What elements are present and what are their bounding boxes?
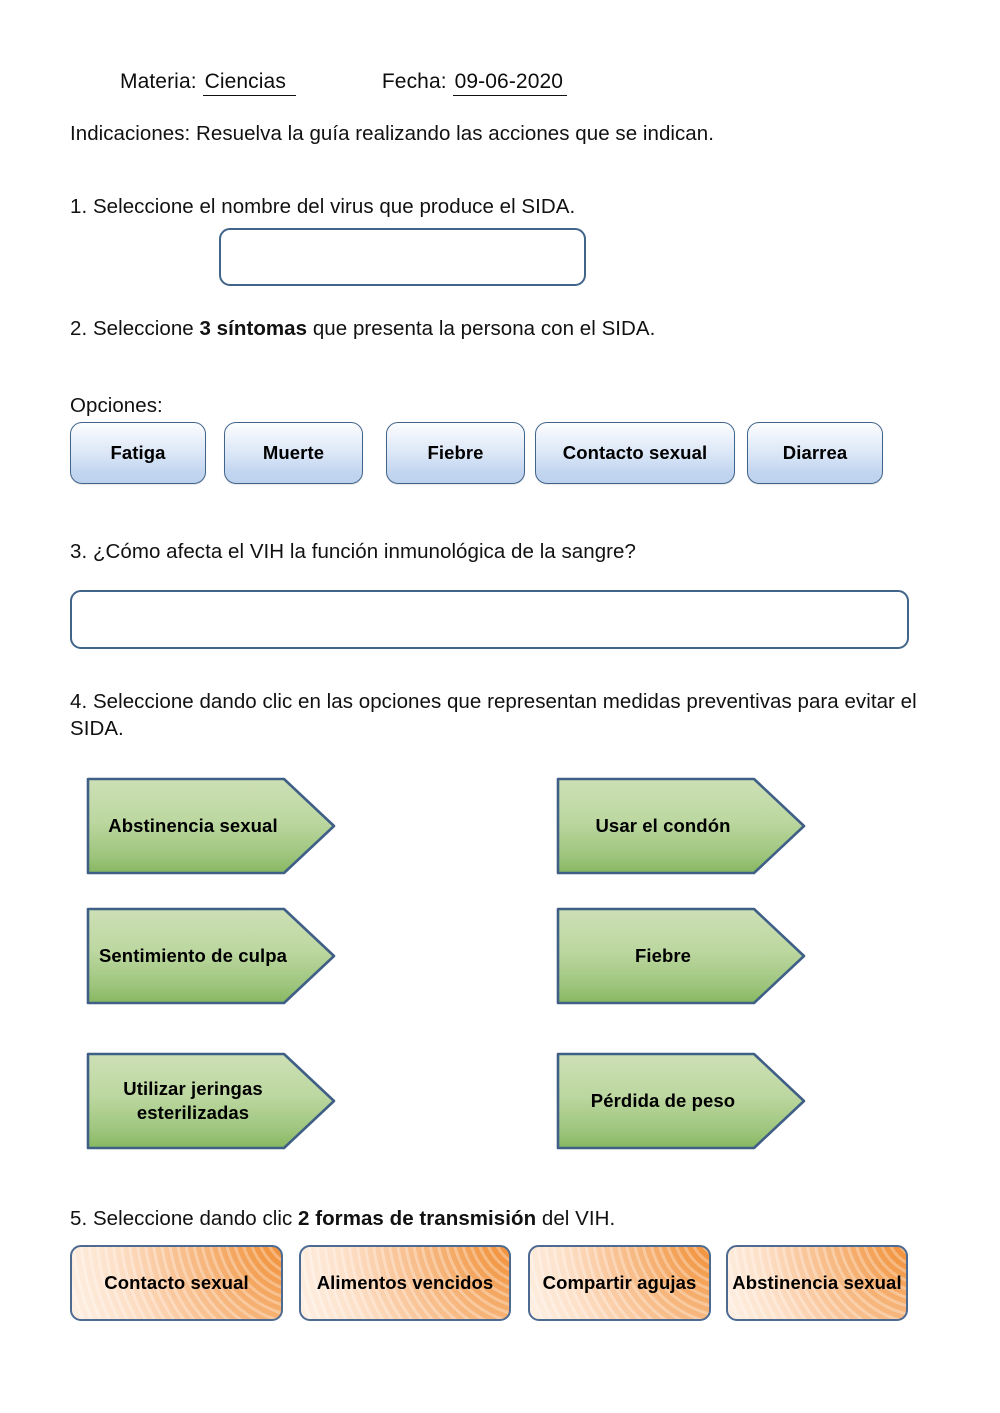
symptom-option-label: Fiebre <box>427 442 484 463</box>
materia-label: Materia: <box>120 70 203 93</box>
transmission-option-label: Alimentos vencidos <box>316 1272 494 1294</box>
transmission-option-abstinencia-sexual[interactable]: Abstinencia sexual <box>726 1245 908 1321</box>
transmission-option-label: Contacto sexual <box>104 1272 249 1294</box>
prevention-option-usar-el-condon[interactable]: Usar el condón <box>556 777 806 875</box>
prevention-option-abstinencia-sexual[interactable]: Abstinencia sexual <box>86 777 336 875</box>
transmission-options-row: Contacto sexual Alimentos vencidos Compa… <box>70 1245 930 1321</box>
symptom-option-label: Fatiga <box>110 442 166 463</box>
fecha-value[interactable]: 09-06-2020 <box>452 70 568 96</box>
symptom-option-contacto-sexual[interactable]: Contacto sexual <box>535 422 735 484</box>
prevention-option-label: Abstinencia sexual <box>108 814 278 836</box>
symptom-option-diarrea[interactable]: Diarrea <box>747 422 883 484</box>
prevention-option-perdida-de-peso[interactable]: Pérdida de peso <box>556 1052 806 1150</box>
prevention-option-label: Pérdida de peso <box>590 1089 736 1111</box>
transmission-option-contacto-sexual[interactable]: Contacto sexual <box>70 1245 283 1321</box>
worksheet-header: Materia: Ciencias Fecha: 09-06-2020 <box>120 70 568 96</box>
symptom-option-muerte[interactable]: Muerte <box>224 422 363 484</box>
question-5-emphasis: 2 formas de transmisión <box>298 1207 537 1230</box>
prevention-option-utilizar-jeringas-esterilizadas[interactable]: Utilizar jeringas esterilizadas <box>86 1052 336 1150</box>
arrow-shape-icon <box>556 1052 806 1150</box>
symptom-options-row: Fatiga Muerte Fiebre Contacto sexual Dia… <box>70 422 930 484</box>
symptom-option-label: Diarrea <box>782 442 848 463</box>
prevention-option-label: Sentimiento de culpa <box>98 944 288 966</box>
arrow-shape-icon <box>556 907 806 1005</box>
symptom-option-fiebre[interactable]: Fiebre <box>386 422 525 484</box>
prevention-option-sentimiento-de-culpa[interactable]: Sentimiento de culpa <box>86 907 336 1005</box>
question-2-emphasis: 3 síntomas <box>199 317 308 340</box>
transmission-option-label: Compartir agujas <box>542 1272 697 1294</box>
materia-value[interactable]: Ciencias <box>202 70 296 96</box>
prevention-option-label: Utilizar jeringas esterilizadas <box>123 1077 263 1123</box>
prevention-option-label: Usar el condón <box>595 814 731 836</box>
question-2-text: 2. Seleccione 3 síntomas que presenta la… <box>70 315 930 342</box>
transmission-option-label: Abstinencia sexual <box>732 1272 902 1294</box>
question-1-text: 1. Seleccione el nombre del virus que pr… <box>70 195 576 218</box>
options-label: Opciones: <box>70 394 163 417</box>
symptom-option-label: Muerte <box>262 442 325 463</box>
prevention-option-label: Fiebre <box>634 944 692 966</box>
question-5-prefix: 5. Seleccione dando clic <box>70 1207 299 1230</box>
symptom-option-label: Contacto sexual <box>562 442 708 463</box>
arrow-shape-icon <box>556 777 806 875</box>
arrow-shape-icon <box>86 777 336 875</box>
question-5-suffix: del VIH. <box>536 1207 616 1230</box>
question-2-suffix: que presenta la persona con el SIDA. <box>307 317 656 340</box>
symptom-option-fatiga[interactable]: Fatiga <box>70 422 206 484</box>
transmission-option-compartir-agujas[interactable]: Compartir agujas <box>528 1245 711 1321</box>
question-4-text: 4. Seleccione dando clic en las opciones… <box>70 690 917 741</box>
question-2-prefix: 2. Seleccione <box>70 317 200 340</box>
question-5-text: 5. Seleccione dando clic 2 formas de tra… <box>70 1205 930 1232</box>
question-3-text: 3. ¿Cómo afecta el VIH la función inmuno… <box>70 540 636 563</box>
instructions-text: Indicaciones: Resuelva la guía realizand… <box>70 122 714 145</box>
fecha-label: Fecha: <box>381 70 453 93</box>
arrow-shape-icon <box>86 1052 336 1150</box>
transmission-option-alimentos-vencidos[interactable]: Alimentos vencidos <box>299 1245 511 1321</box>
answer-input-question-1[interactable] <box>219 228 586 286</box>
answer-input-question-3[interactable] <box>70 590 909 649</box>
arrow-shape-icon <box>86 907 336 1005</box>
prevention-option-fiebre[interactable]: Fiebre <box>556 907 806 1005</box>
